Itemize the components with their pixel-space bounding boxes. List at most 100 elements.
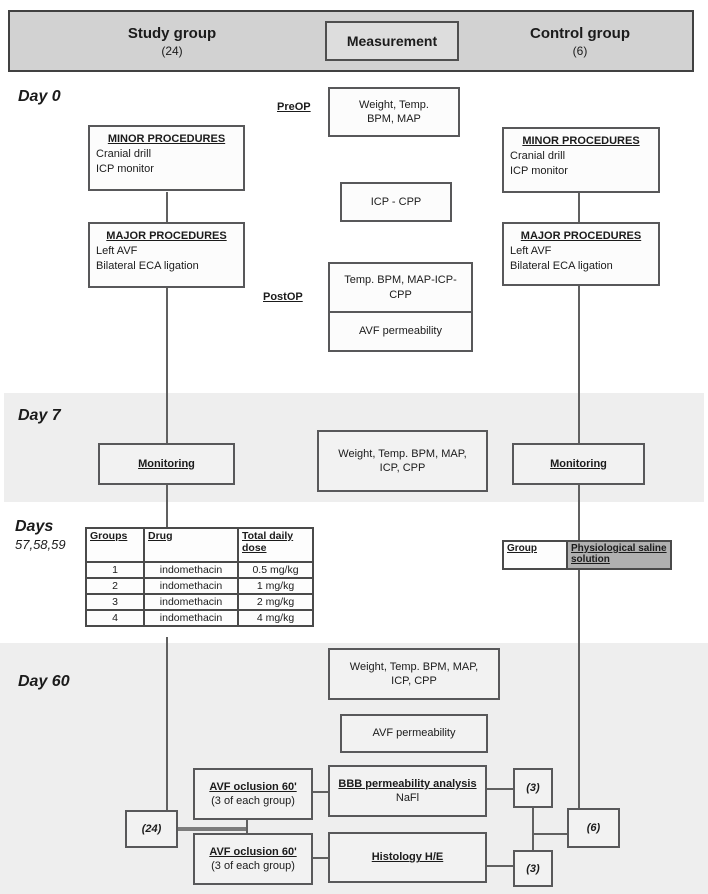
study-group-header: Study group (24) (72, 25, 272, 59)
connector-histology-count3-bottom (487, 865, 513, 867)
days-label-line1: Days (15, 518, 54, 535)
day60-measurement-box: Weight, Temp. BPM, MAP, ICP, CPP (328, 648, 500, 700)
minor-procedures-title: MINOR PROCEDURES (107, 133, 226, 145)
study-count-box: (24) (125, 810, 178, 848)
connector-control-minor-major (578, 193, 580, 222)
saline-table: Group Physiological saline solution (502, 540, 672, 570)
histology-label: Histology H/E (371, 851, 444, 864)
day7-label: Day 7 (18, 407, 61, 424)
postop-line: CPP (389, 288, 412, 301)
measurement-label: Measurement (346, 33, 438, 49)
connector-count3-count6 (533, 833, 567, 835)
dose-cell-dose: 2 mg/kg (237, 593, 314, 611)
header-band: Study group (24) Control group (6) (8, 10, 694, 72)
study-count-label: (24) (141, 823, 162, 835)
saline-table-row: Group Physiological saline solution (502, 540, 672, 570)
major-procedures-box-study: MAJOR PROCEDURES Left AVF Bilateral ECA … (88, 222, 245, 288)
day60-avf-permeability-box: AVF permeability (340, 714, 488, 753)
monitoring-box-control: Monitoring (512, 443, 645, 485)
minor-procedures-title: MINOR PROCEDURES (522, 135, 640, 147)
preop-measurement-box: Weight, Temp. BPM, MAP (328, 87, 460, 137)
monitoring-label: Monitoring (138, 457, 195, 470)
dose-table-header-groups: Groups (85, 527, 145, 563)
study-group-count: (24) (161, 43, 183, 58)
monitoring-label: Monitoring (550, 457, 607, 470)
dose-cell-drug: indomethacin (143, 609, 239, 627)
dose-cell-dose: 0.5 mg/kg (237, 561, 314, 579)
minor-procedures-item: ICP monitor (96, 162, 154, 175)
dose-cell-group: 1 (85, 561, 145, 579)
minor-procedures-item: ICP monitor (510, 164, 568, 177)
day7-measurement-line: ICP, CPP (379, 462, 426, 474)
dose-cell-group: 2 (85, 577, 145, 595)
minor-procedures-item: Cranial drill (96, 148, 152, 161)
preop-line: BPM, MAP (367, 113, 421, 125)
dose-table-row: 3 indomethacin 2 mg/kg (85, 593, 314, 611)
dose-cell-drug: indomethacin (143, 593, 239, 611)
postop-measurement-box: Temp. BPM, MAP-ICP- CPP (328, 262, 473, 313)
dose-table: Groups Drug Total daily dose 1 indometha… (85, 527, 314, 627)
measurement-header-box: Measurement (325, 21, 459, 61)
preop-label: PreOP (277, 101, 311, 113)
minor-procedures-item: Cranial drill (510, 150, 566, 163)
connector-control-monitoring-saline (578, 485, 580, 540)
connector-study-major-monitoring (166, 288, 168, 443)
icp-cpp-text: ICP - CPP (370, 195, 422, 208)
count3-box-bottom: (3) (513, 850, 553, 887)
study-group-title: Study group (127, 25, 217, 42)
connector-study-minor-major (166, 192, 168, 222)
icp-cpp-box: ICP - CPP (340, 182, 452, 222)
control-count-box: (6) (567, 808, 620, 848)
connector-control-major-monitoring (578, 286, 580, 443)
dose-table-row: 1 indomethacin 0.5 mg/kg (85, 561, 314, 579)
day60-measurement-line: Weight, Temp. BPM, MAP, (349, 660, 479, 673)
connector-occlusion2-histology (313, 857, 328, 859)
dose-table-header-dose: Total daily dose (237, 527, 314, 563)
day0-label: Day 0 (18, 88, 61, 105)
bbb-title: BBB permeability analysis (338, 777, 477, 790)
major-procedures-item: Left AVF (96, 245, 138, 258)
saline-cell-group: Group (502, 540, 568, 570)
day7-measurement-line: Weight, Temp. BPM, MAP, (338, 447, 467, 460)
count3-label: (3) (526, 862, 540, 875)
connector-study-monitoring-table (166, 485, 168, 527)
major-procedures-item: Left AVF (510, 245, 552, 258)
dose-cell-drug: indomethacin (143, 561, 239, 579)
avf-occlusion-box-bottom: AVF oclusion 60' (3 of each group) (193, 833, 313, 885)
control-group-header: Control group (6) (480, 25, 680, 59)
control-group-count: (6) (572, 43, 588, 58)
connector-count3-count3 (532, 808, 534, 850)
major-procedures-box-control: MAJOR PROCEDURES Left AVF Bilateral ECA … (502, 222, 660, 286)
connector-control-saline-count (578, 570, 580, 808)
days-575859-label: Days 57,58,59 (15, 518, 66, 552)
bbb-sub: NaFl (395, 792, 420, 804)
dose-cell-dose: 4 mg/kg (237, 609, 314, 627)
connector-bbb-count3-top (487, 788, 513, 790)
days-label-line2: 57,58,59 (15, 537, 66, 552)
day7-measurement-box: Weight, Temp. BPM, MAP, ICP, CPP (317, 430, 488, 492)
day60-measurement-line: ICP, CPP (391, 675, 437, 687)
connector-branch-occlusions (246, 820, 248, 834)
postop-line: Temp. BPM, MAP-ICP- (344, 274, 457, 287)
avf-occlusion-box-top: AVF oclusion 60' (3 of each group) (193, 768, 313, 820)
dose-table-row: 2 indomethacin 1 mg/kg (85, 577, 314, 595)
avf-occlusion-sub: (3 of each group) (211, 860, 295, 872)
day60-label: Day 60 (18, 673, 70, 690)
dose-cell-dose: 1 mg/kg (237, 577, 314, 595)
avf-occlusion-sub: (3 of each group) (211, 795, 295, 807)
dose-cell-group: 3 (85, 593, 145, 611)
preop-line: Weight, Temp. (359, 98, 429, 111)
dose-cell-drug: indomethacin (143, 577, 239, 595)
avf-occlusion-title: AVF oclusion 60' (209, 845, 297, 858)
control-group-title: Control group (530, 25, 630, 42)
control-count-label: (6) (586, 822, 601, 834)
connector-study-table-count (166, 637, 168, 810)
minor-procedures-box-control: MINOR PROCEDURES Cranial drill ICP monit… (502, 127, 660, 193)
postop-label: PostOP (263, 291, 303, 303)
dose-cell-group: 4 (85, 609, 145, 627)
major-procedures-title: MAJOR PROCEDURES (520, 230, 642, 242)
dose-table-row: 4 indomethacin 4 mg/kg (85, 609, 314, 627)
monitoring-box-study: Monitoring (98, 443, 235, 485)
dose-table-header-drug: Drug (143, 527, 239, 563)
